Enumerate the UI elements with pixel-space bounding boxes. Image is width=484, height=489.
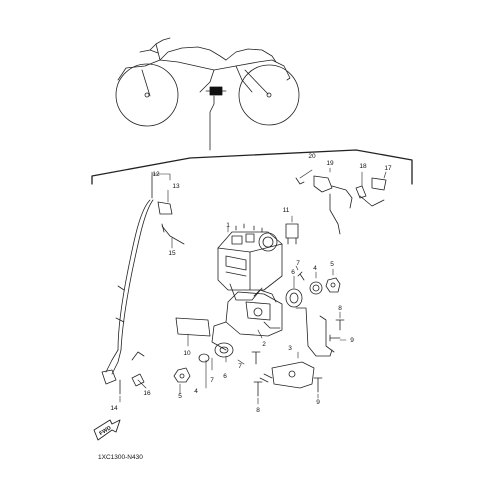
- callout-7-mid: 7: [238, 363, 242, 370]
- callout-12: 12: [152, 171, 160, 178]
- rear-wheel-sensor: [295, 175, 387, 235]
- callout-6-upper: 6: [291, 269, 295, 276]
- callout-9-lower: 9: [316, 399, 320, 406]
- callout-3: 3: [288, 345, 292, 352]
- front-wheel-sensor: [101, 175, 185, 395]
- callout-10: 10: [183, 350, 191, 357]
- callout-8-lower: 8: [256, 407, 260, 414]
- callout-7-lower: 7: [210, 377, 214, 384]
- fwd-label: FWD: [99, 425, 113, 437]
- motorcycle-silhouette: [115, 37, 300, 151]
- callout-17: 17: [384, 165, 392, 172]
- callout-16: 16: [143, 390, 151, 397]
- callout-4-upper: 4: [313, 265, 317, 272]
- callout-labels: 1 2 3 4 4 5 5 6 6 7 7 7 8 8 9 9 10 11 12…: [110, 153, 392, 414]
- callout-15: 15: [168, 250, 176, 257]
- callout-11: 11: [283, 207, 290, 214]
- callout-7-upper: 7: [296, 260, 300, 267]
- leader-lines: [119, 167, 387, 405]
- callout-5-lower: 5: [178, 393, 182, 400]
- mounting-bracket: [173, 289, 283, 383]
- sensor-connector: [285, 223, 299, 245]
- callout-19: 19: [326, 160, 334, 167]
- callout-18: 18: [359, 163, 367, 170]
- callout-2: 2: [262, 341, 266, 348]
- callout-6-lower: 6: [223, 373, 227, 380]
- callout-5-upper: 5: [330, 261, 334, 268]
- drawing-code: 1XC1300-N430: [98, 454, 143, 461]
- callout-14: 14: [110, 405, 118, 412]
- callout-13: 13: [172, 183, 180, 190]
- callout-20: 20: [308, 153, 316, 160]
- upper-mount-parts: [285, 271, 345, 342]
- front-direction-arrow: [93, 419, 121, 441]
- callout-9-upper: 9: [350, 337, 354, 344]
- callout-8-upper: 8: [338, 305, 342, 312]
- stay-bracket: [253, 307, 335, 397]
- callout-4-lower: 4: [194, 388, 198, 395]
- abs-hydraulic-unit: [217, 223, 283, 301]
- callout-1: 1: [226, 222, 230, 229]
